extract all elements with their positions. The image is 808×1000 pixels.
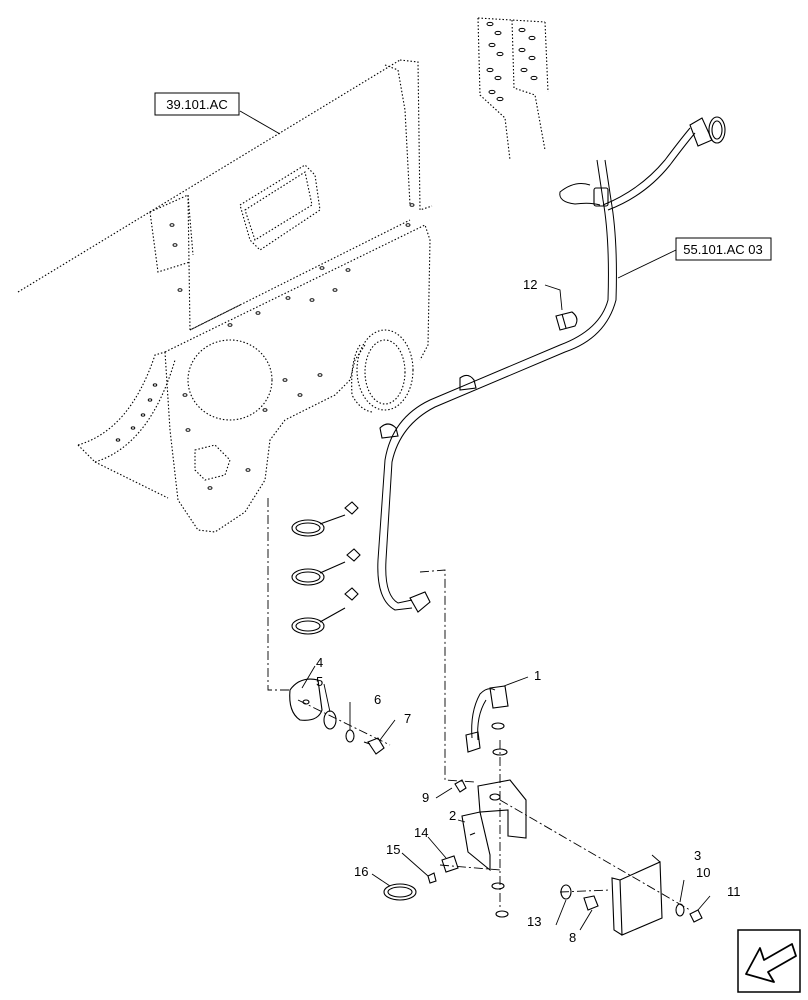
cable-tie-set-3 [291, 587, 359, 635]
callout-9: 9 [422, 790, 429, 805]
callout-10: 10 [696, 865, 710, 880]
washer-item-10 [675, 903, 685, 917]
callout-5: 5 [316, 674, 323, 689]
cable-tie-set-2 [291, 548, 361, 586]
sensor-bracket-item-2 [461, 779, 527, 890]
callout-4: 4 [316, 655, 323, 670]
side-panel [17, 59, 433, 533]
callout-1: 1 [534, 668, 541, 683]
washer-lower [495, 910, 509, 918]
nut-item-14 [441, 855, 459, 873]
reference-label: 39.101.AC [166, 97, 227, 112]
wiring-harness [377, 116, 726, 613]
bracket-item-4 [289, 678, 323, 721]
upper-frame-member [477, 17, 549, 161]
callout-labels: 1 2 3 4 5 6 7 8 9 10 11 12 13 14 15 16 [316, 277, 741, 945]
reference-label: 55.101.AC 03 [683, 242, 763, 257]
left-curved-strip [77, 351, 176, 499]
callout-14: 14 [414, 825, 428, 840]
clip-item-12 [555, 311, 578, 331]
callout-3: 3 [694, 848, 701, 863]
bolt-item-7 [363, 737, 385, 755]
callout-8: 8 [569, 930, 576, 945]
reference-55-101-ac-03[interactable]: 55.101.AC 03 [675, 237, 772, 261]
screw-item-15 [427, 872, 437, 884]
callout-16: 16 [354, 864, 368, 879]
reference-39-101-ac[interactable]: 39.101.AC [154, 92, 240, 116]
assembly-lines [267, 498, 691, 911]
washer-item-13 [560, 884, 572, 900]
callout-11: 11 [727, 884, 741, 899]
cable-tie-item-16 [383, 883, 417, 901]
callout-15: 15 [386, 842, 400, 857]
callout-2: 2 [449, 808, 456, 823]
callout-12: 12 [523, 277, 537, 292]
callout-7: 7 [404, 711, 411, 726]
leader-lines [239, 110, 711, 931]
bolt-item-8 [583, 895, 599, 911]
round-connector [689, 116, 726, 147]
callout-6: 6 [374, 692, 381, 707]
previous-arrow-icon[interactable] [737, 929, 801, 993]
washer-item-6 [345, 729, 355, 743]
cable-tie-set-1 [291, 501, 359, 537]
sensor-item-1 [465, 685, 509, 756]
callout-13: 13 [527, 914, 541, 929]
washer-item-5 [323, 710, 337, 730]
bolt-item-9 [454, 779, 467, 793]
shield-plate-item-3 [611, 861, 663, 936]
harness-clips [379, 374, 477, 439]
bolt-item-11 [689, 909, 703, 923]
